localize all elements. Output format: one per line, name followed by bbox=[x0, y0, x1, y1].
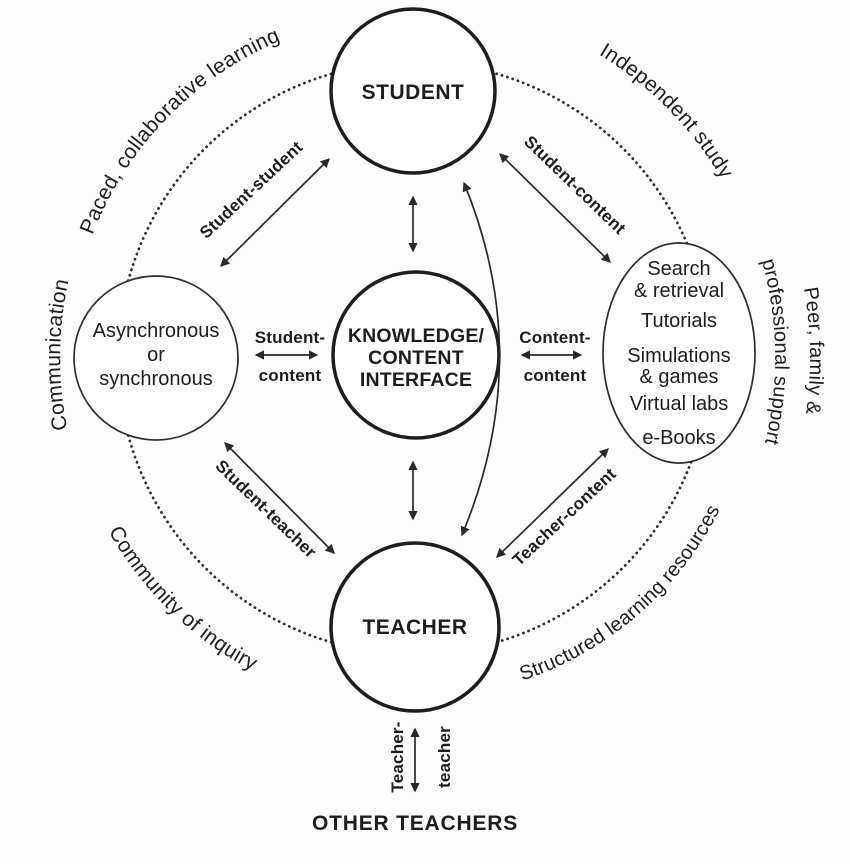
teacher-teacher-label-line1: Teacher- bbox=[388, 721, 407, 792]
sync-modes-line1: Asynchronous bbox=[93, 320, 220, 342]
teacher-teacher-label-line2: teacher bbox=[435, 726, 454, 788]
sync-modes-line3: synchronous bbox=[99, 368, 212, 390]
resource-item-search: Search bbox=[647, 258, 710, 280]
student-student-label: Student-student bbox=[196, 137, 307, 242]
student-teacher-arrow bbox=[224, 442, 335, 554]
sync-modes-line2: or bbox=[147, 344, 165, 366]
independent-study-label: Independent study bbox=[596, 39, 738, 183]
student-content-horizontal-label-line1: Student- bbox=[255, 328, 326, 347]
knowledge-interface-line3: INTERFACE bbox=[360, 369, 472, 391]
resource-item-retrieval: & retrieval bbox=[634, 280, 724, 302]
resource-item-games: & games bbox=[640, 366, 719, 388]
sync-modes-circle bbox=[73, 275, 239, 441]
community-of-inquiry-label: Community of inquiry bbox=[104, 522, 261, 675]
node-labels: STUDENT KNOWLEDGE/ CONTENT INTERFACE TEA… bbox=[93, 81, 731, 835]
resource-item-simulations: Simulations bbox=[627, 345, 730, 367]
content-content-label-line1: Content- bbox=[519, 328, 590, 347]
paced-collaborative-learning-label: Paced, collaborative learning bbox=[76, 24, 283, 237]
other-teachers-label: OTHER TEACHERS bbox=[312, 812, 518, 835]
content-content-label-line2: content bbox=[524, 366, 587, 385]
teacher-content-label: Teacher-content bbox=[509, 464, 620, 569]
student-teacher-label: Student-teacher bbox=[212, 456, 321, 562]
knowledge-interface-line1: KNOWLEDGE/ bbox=[348, 325, 485, 347]
resource-item-ebooks: e-Books bbox=[642, 427, 715, 449]
student-content-diagonal-arrow bbox=[499, 153, 611, 263]
teacher-content-arrow bbox=[496, 448, 609, 558]
student-content-horizontal-label-line2: content bbox=[259, 366, 322, 385]
communication-label: Communication bbox=[42, 277, 73, 433]
teacher-label: TEACHER bbox=[362, 616, 467, 639]
peer-family-label: Peer, family & bbox=[799, 285, 827, 416]
resource-item-virtual-labs: Virtual labs bbox=[630, 393, 729, 415]
resource-item-tutorials: Tutorials bbox=[641, 310, 717, 332]
student-student-arrow bbox=[220, 158, 330, 267]
student-teacher-curved-arrow bbox=[460, 181, 501, 537]
student-content-diagonal-label: Student-content bbox=[520, 132, 629, 238]
professional-support-label: professional support bbox=[757, 256, 792, 447]
knowledge-interface-line2: CONTENT bbox=[368, 347, 464, 369]
student-label: STUDENT bbox=[362, 81, 465, 104]
content-resources-ellipse bbox=[602, 242, 756, 464]
student-circle bbox=[329, 7, 497, 175]
relation-arrows bbox=[220, 153, 611, 793]
teacher-circle bbox=[329, 541, 501, 713]
